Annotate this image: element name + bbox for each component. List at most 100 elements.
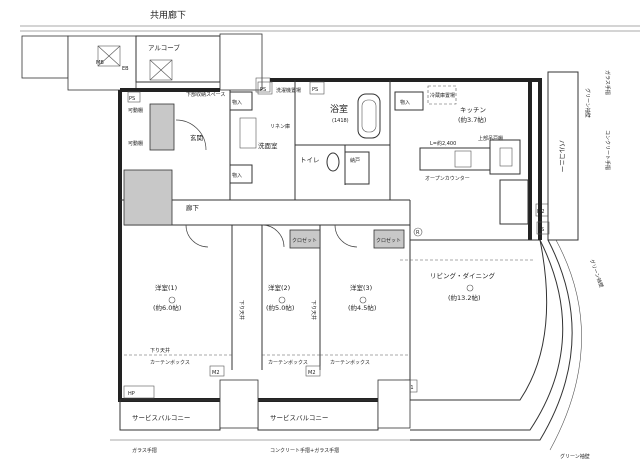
bath-label: 浴室 [330, 103, 348, 115]
balcony-right [547, 71, 579, 241]
storage-in-1 [229, 91, 253, 111]
living-size: (約13.2帖) [448, 293, 481, 302]
room3-size: (約4.5帖) [348, 303, 376, 312]
storage-in-3-label: 物入 [400, 99, 410, 106]
ceiling-height: L=約2,400 [430, 140, 456, 147]
mb-box [97, 45, 121, 67]
concrete-rail-label: コンクリート手摺+ガラス手摺 [270, 447, 339, 454]
shelf-label: 可動棚 [128, 107, 143, 114]
entrance-label: 玄関 [190, 133, 203, 142]
entrance-door [175, 119, 207, 151]
storage-room [344, 151, 370, 185]
stove-inner [499, 147, 513, 167]
eb-label: EB [122, 66, 129, 72]
bathtub [357, 93, 381, 139]
balcony-curve-edge [549, 239, 582, 451]
curtain-box-2: カーテンボックス [268, 359, 308, 366]
m2-label-1: M2 [212, 370, 220, 376]
room2-door [261, 224, 285, 248]
room3-light [359, 296, 367, 304]
beam-label-v2: 下り天井 [310, 300, 317, 320]
fridge-label: 冷蔵庫置場 [430, 92, 455, 99]
balcony-label: バルコニー [558, 140, 566, 172]
mb-room [67, 35, 137, 91]
living-light [466, 284, 474, 292]
bathtub-inner [361, 99, 377, 133]
glass-rail-label: ガラス手摺 [132, 447, 157, 454]
balcony-curve-outer [410, 239, 573, 441]
balcony-wall-right [530, 78, 542, 240]
r-label: R [416, 230, 420, 236]
concrete-rail-v: コンクリート手摺 [604, 130, 611, 170]
closet-3 [373, 229, 405, 249]
column-left [21, 35, 69, 79]
column-bottom-right [377, 379, 411, 429]
room2-light [278, 296, 286, 304]
column-right [219, 33, 263, 91]
counter-block [499, 179, 529, 225]
storage-in-1-label: 物入 [232, 99, 242, 106]
ps-box-bath [309, 81, 325, 95]
alcove-x2 [149, 59, 173, 81]
curtain-box-1: カーテンボックス [150, 359, 190, 366]
room2-size: (約5.0帖) [266, 303, 294, 312]
open-counter-label: オープンカウンター [425, 175, 470, 182]
wash-basin [239, 117, 257, 149]
ps-label-left: PS [129, 96, 135, 102]
storage-label: 納戸 [350, 157, 360, 164]
m2-label-2: M2 [308, 370, 316, 376]
kitchen-label: キッチン [460, 106, 486, 114]
shelf-label-2: 可動棚 [128, 140, 143, 147]
toilet-bowl [326, 152, 340, 172]
ps-box-bal [536, 221, 550, 235]
mb-x2 [97, 45, 121, 67]
column-bottom [219, 379, 259, 429]
room1-size: (約6.0帖) [153, 303, 181, 312]
kitchen-sink [454, 150, 472, 168]
ps-top [255, 77, 271, 93]
kitchen-size: (約3.7帖) [458, 115, 486, 124]
toilet-label: トイレ [300, 156, 320, 164]
alcove-box [149, 59, 173, 81]
ps-label-bal: PS [538, 227, 544, 233]
service-balcony-left-label: サービスバルコニー [132, 413, 190, 422]
shoebox-label: 下部収納スペース [186, 91, 225, 98]
green-wall-bottom: グリーン袖壁 [560, 453, 590, 460]
kitchen-stove [489, 139, 521, 175]
room3-label: 洋室(3) [350, 283, 372, 292]
alcove-label: アルコーブ [148, 43, 180, 52]
m2-box-1 [209, 365, 225, 377]
hp-box [123, 385, 155, 399]
shoe-cabinet [149, 103, 175, 151]
laundry-label: 洗濯機置場 [276, 87, 301, 94]
ps-label-bath: PS [312, 87, 318, 93]
hall-label: 廊下 [186, 203, 200, 212]
room1-door [185, 224, 209, 248]
ps-label-wash: PS [260, 87, 266, 93]
top-shelf-label: 上部吊戸棚 [478, 135, 503, 142]
beam-label-v1: 下り天井 [238, 300, 245, 320]
bath-size: (1418) [332, 118, 349, 124]
storage-in-2-label: 物入 [232, 172, 242, 179]
green-wall-v2: グリーン袖壁 [584, 88, 591, 118]
glass-rail-v: ガラス手摺 [604, 70, 611, 95]
room1-light [168, 296, 176, 304]
r-marker [413, 227, 423, 237]
green-wall-v: グリーン袖壁 [588, 258, 605, 288]
balcony-curve-inner [410, 239, 564, 431]
fridge-space [427, 85, 457, 105]
storage-in-3 [394, 91, 424, 111]
closet-3-label: クロゼット [376, 237, 401, 244]
corridor-label: 共用廊下 [150, 9, 186, 21]
living-label: リビング・ダイニング [430, 271, 496, 280]
m2-box-2 [305, 365, 321, 377]
service-balcony-right-label: サービスバルコニー [270, 413, 328, 422]
hp-label: HP [128, 391, 135, 397]
living-outline [410, 239, 548, 401]
storage-in-2 [229, 164, 253, 184]
mb-label: MB [96, 60, 104, 66]
beam-label-1: 下り天井 [150, 347, 170, 354]
alcove-area [135, 35, 221, 83]
